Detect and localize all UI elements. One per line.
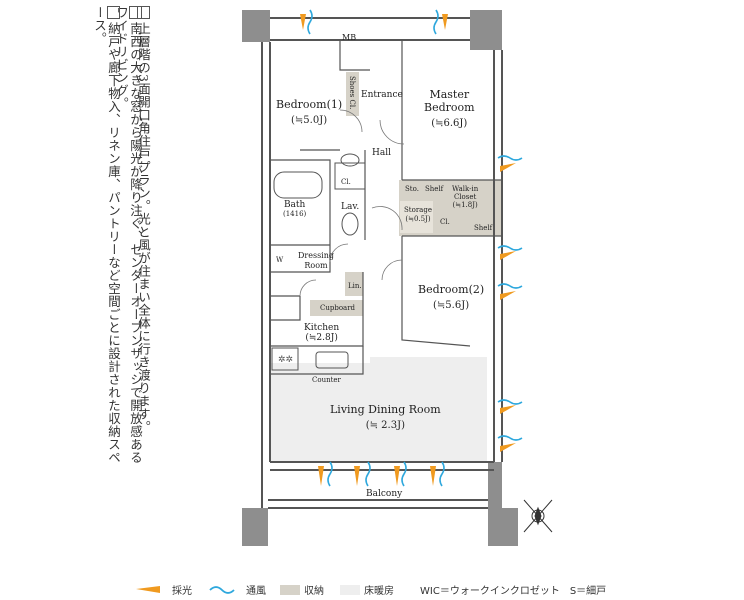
note-1-text: 上層階の3面開口角住戸プラン。光と風が住まい全体に行き渡ります。 xyxy=(136,22,151,434)
bath-size: (1416) xyxy=(283,210,307,218)
legend-light-label: 採光 xyxy=(172,586,192,597)
legend-storage-label: 収納 xyxy=(304,586,324,597)
note-3: 納戸や廊下物入、リネン庫、パントリーなど空間ごとに設計された収納スペース。 xyxy=(92,6,121,476)
label-kitchen: Kitchen (≒2.8J) xyxy=(304,323,339,343)
legend-wind-icon xyxy=(209,586,235,594)
label-lav: Lav. xyxy=(341,202,360,212)
wic-name2: Closet xyxy=(453,193,477,201)
bathtub xyxy=(273,171,323,199)
label-living-dining: Living Dining Room (≒ 2.3J) xyxy=(330,403,441,431)
storage-sto xyxy=(400,201,433,233)
inner-walls xyxy=(270,40,502,375)
note-bullet xyxy=(128,6,142,19)
note-2: 南西の大きな窓から陽光が降り注ぐ、センターオープンサッシで開放感あるワイドリビン… xyxy=(114,6,143,476)
note-1: 上層階の3面開口角住戸プラン。光と風が住まい全体に行き渡ります。 xyxy=(136,6,151,434)
wind-lines xyxy=(307,9,523,487)
legend-wind-label: 通風 xyxy=(246,586,266,597)
label-bath: Bath (1416) xyxy=(283,200,306,218)
label-bedroom2: Bedroom(2) (≒5.6J) xyxy=(418,283,484,311)
bath-name: Bath xyxy=(283,200,306,210)
label-washer: W xyxy=(276,256,284,264)
label-shelf: Shelf xyxy=(425,185,444,193)
label-entrance: Entrance xyxy=(361,90,403,100)
note-bullet xyxy=(136,6,150,19)
note-2-text: 南西の大きな窓から陽光が降り注ぐ、センターオープンサッシで開放感あるワイドリビン… xyxy=(114,6,143,464)
lavatory-sink xyxy=(340,153,360,167)
label-mb: MB xyxy=(342,33,357,42)
label-wic: Walk-in Closet (≒1.8J) xyxy=(452,185,478,209)
notes-column: 上層階の3面開口角住戸プラン。光と風が住まい全体に行き渡ります。 南西の大きな窓… xyxy=(84,6,154,476)
storage-shoes xyxy=(346,72,359,116)
label-dressing-room: Dressing Room xyxy=(298,251,334,271)
legend-floor-heat-swatch xyxy=(340,585,360,595)
dressing-name1: Dressing xyxy=(298,251,335,260)
label-closet2: Cl. xyxy=(440,218,450,226)
column-se xyxy=(488,508,518,546)
legend-floor-heat: 床暖房 xyxy=(364,582,394,597)
legend-light: 採光 xyxy=(172,582,192,597)
label-storage: Storage (≒0.5J) xyxy=(404,206,432,224)
label-shoes: Shoes Cl. xyxy=(348,76,356,110)
label-cupboard: Cupboard xyxy=(320,304,356,312)
note-3-text: 納戸や廊下物入、リネン庫、パントリーなど空間ごとに設計された収納スペース。 xyxy=(92,6,121,464)
dressing-name2: Room xyxy=(304,261,328,270)
storage-name: Storage xyxy=(404,206,432,214)
wic-name1: Walk-in xyxy=(452,185,479,193)
wic-size: (≒1.8J) xyxy=(452,201,478,209)
legend-storage-swatch xyxy=(280,585,300,595)
legend-abbrev-label: WIC＝ウォークインクロゼット S＝細戸 xyxy=(420,586,607,597)
closet-box xyxy=(334,162,366,190)
label-balcony: Balcony xyxy=(366,489,403,499)
legend-floor-heat-label: 床暖房 xyxy=(364,586,394,597)
label-shelf2: Shelf xyxy=(474,224,493,232)
master-size: (≒6.6J) xyxy=(431,118,468,129)
stove-burners: ✲✲ xyxy=(278,355,293,365)
master-name2: Bedroom xyxy=(424,101,475,114)
label-hall: Hall xyxy=(372,148,391,158)
column-e-balcony xyxy=(488,462,502,508)
compass-icon xyxy=(523,499,553,533)
floor-heat-living xyxy=(270,357,487,462)
label-sto: Sto. xyxy=(405,185,419,193)
label-master-bedroom: Master Bedroom (≒6.6J) xyxy=(424,88,475,129)
legend-light-icon xyxy=(136,586,160,593)
label-closet: Cl. xyxy=(341,178,351,186)
legend-storage: 収納 xyxy=(304,582,324,597)
legend-abbrev: WIC＝ウォークインクロゼット S＝細戸 xyxy=(420,582,606,597)
toilet xyxy=(341,212,359,236)
legend-wind: 通風 xyxy=(246,582,266,597)
storage-size: (≒0.5J) xyxy=(405,215,431,223)
column-nw xyxy=(242,10,270,42)
storage-linen xyxy=(345,272,363,296)
ldr-size: (≒ 2.3J) xyxy=(365,420,405,431)
label-linen: Lin. xyxy=(348,282,362,290)
bedroom2-name: Bedroom(2) xyxy=(418,283,485,296)
ldr-name: Living Dining Room xyxy=(330,403,441,416)
bedroom1-name: Bedroom(1) xyxy=(276,98,343,111)
label-bedroom1: Bedroom(1) (≒5.0J) xyxy=(276,98,342,126)
bedroom1-size: (≒5.0J) xyxy=(291,115,328,126)
stove xyxy=(271,347,299,371)
bedroom2-size: (≒5.6J) xyxy=(433,300,470,311)
column-sw xyxy=(242,508,268,546)
light-arrows xyxy=(300,14,516,486)
column-ne xyxy=(470,10,502,50)
note-bullet xyxy=(106,6,120,19)
master-name1: Master xyxy=(429,88,470,101)
storage-cupboard xyxy=(310,300,363,316)
kitchen-size: (≒2.8J) xyxy=(305,333,338,343)
kitchen-sink xyxy=(315,351,349,369)
kitchen-name: Kitchen xyxy=(304,323,340,333)
label-counter: Counter xyxy=(312,376,341,384)
door-swings xyxy=(299,109,405,297)
